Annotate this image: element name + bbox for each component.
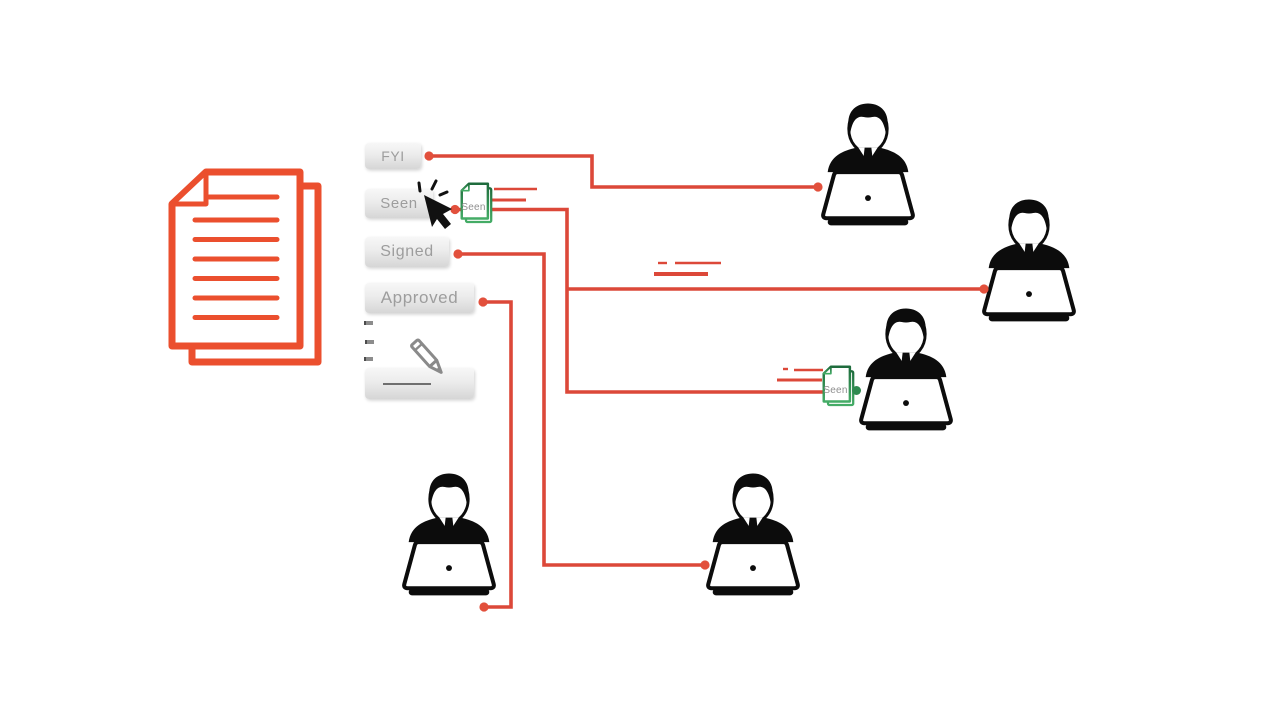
transit-document-1: Seen bbox=[457, 181, 495, 226]
seen-button-label: Seen bbox=[380, 195, 418, 212]
cursor-click-icon bbox=[417, 179, 452, 229]
seen-connector bbox=[455, 207, 826, 394]
signature-line bbox=[383, 383, 431, 385]
delivery-dot bbox=[852, 386, 861, 395]
transit-document-2: Seen bbox=[819, 364, 857, 409]
signed-button[interactable]: Signed bbox=[365, 237, 449, 267]
recipient-3-icon bbox=[858, 306, 954, 431]
document-stack-icon bbox=[168, 168, 322, 366]
list-mark bbox=[364, 321, 373, 325]
approved-button[interactable]: Approved bbox=[365, 283, 474, 313]
signed-button-label: Signed bbox=[380, 243, 434, 260]
recipient-5-icon bbox=[705, 471, 801, 596]
list-mark bbox=[365, 340, 374, 344]
transit-document-2-label: Seen bbox=[823, 385, 848, 396]
list-mark bbox=[364, 357, 373, 361]
recipient-1-icon bbox=[820, 101, 916, 226]
recipient-4-icon bbox=[401, 471, 497, 596]
seen-button[interactable]: Seen bbox=[365, 189, 433, 218]
approved-button-label: Approved bbox=[380, 288, 459, 307]
fyi-button[interactable]: FYI bbox=[365, 143, 421, 169]
pencil-icon bbox=[410, 338, 443, 374]
fyi-button-label: FYI bbox=[381, 148, 405, 164]
recipient-2-icon bbox=[981, 197, 1077, 322]
transit-document-1-label: Seen bbox=[461, 202, 486, 213]
